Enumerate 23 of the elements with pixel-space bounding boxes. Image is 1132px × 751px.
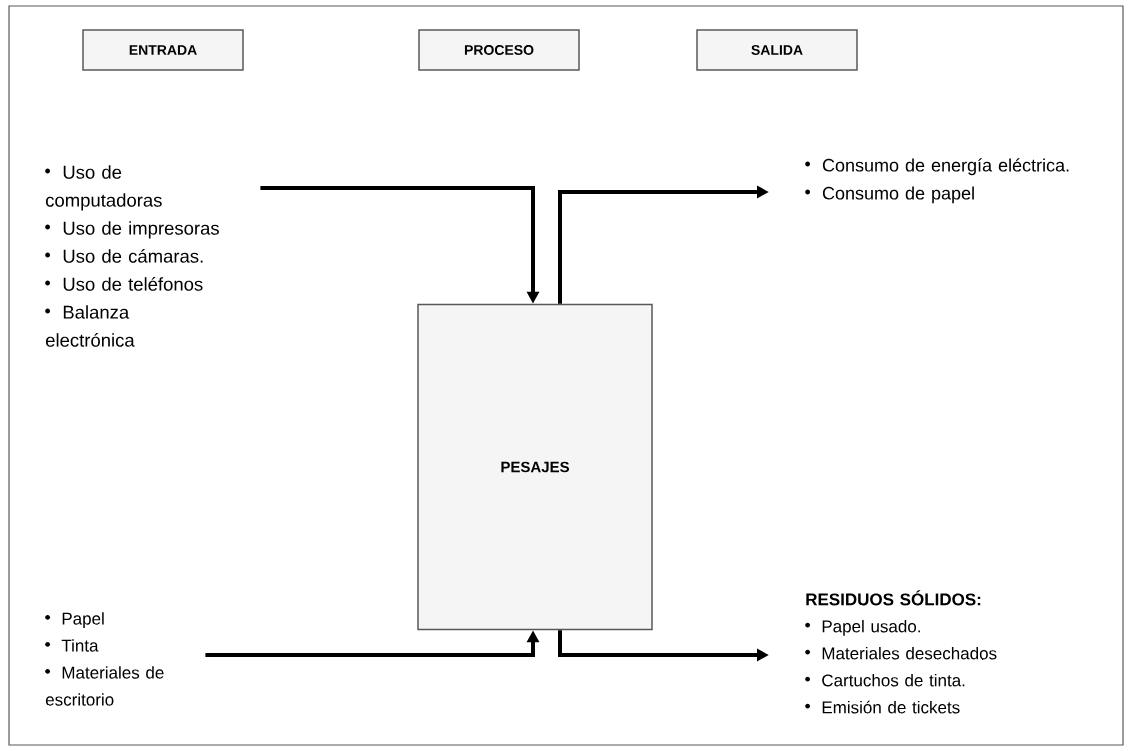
header-box: SALIDA: [696, 29, 858, 71]
node-label: Papel usado.: [822, 619, 920, 636]
bullet-list: Consumo de energía eléctrica. Consumo de papel: [805, 158, 1069, 204]
node-label: Materiales desechados: [822, 646, 997, 660]
header-box: ENTRADA: [82, 29, 244, 71]
node-label: Consumo de papel: [822, 186, 974, 204]
node-label: Uso de impresoras: [63, 221, 219, 239]
node-label: Uso de teléfonos: [63, 276, 203, 291]
node-label: Tinta: [61, 639, 99, 652]
node-label: Cartuchos de tinta.: [822, 673, 965, 687]
node-label: Emisión de tickets: [822, 700, 960, 714]
node-label: RESIDUOS SÓLIDOS:: [806, 590, 981, 606]
node-label: Uso de cámaras.: [63, 248, 203, 263]
node-label: Uso de computadoras: [45, 165, 162, 211]
node-label: Balanza electrónica: [45, 305, 135, 347]
node-label: Papel: [62, 612, 104, 629]
bullet-list: Papel Tinta Materiales de escritorio: [45, 612, 164, 706]
node-label: Consumo de energía eléctrica.: [822, 158, 1069, 176]
bullet-list: Uso de computadoras Uso de impresoras Uso de cámaras. Uso de teléfonos Balanza electrónica: [45, 165, 219, 347]
header-box: PROCESO: [418, 29, 580, 71]
node-label: Materiales de escritorio: [45, 666, 164, 706]
bullet-list: RESIDUOS SÓLIDOS: Papel usado. Materiales desechados Cartuchos de tinta. Emisión de tickets: [805, 590, 997, 714]
process-box: PESAJES: [417, 303, 653, 631]
